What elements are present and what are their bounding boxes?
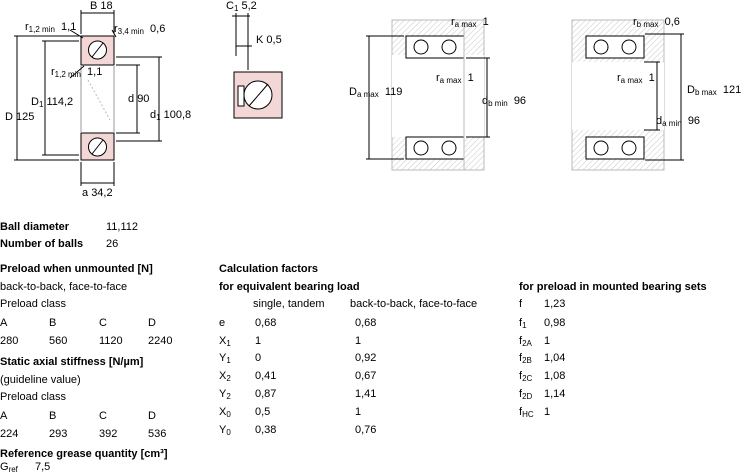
- stiffness-value-B: 293: [49, 428, 68, 440]
- calc-row-sym: Y0: [219, 424, 231, 437]
- calc-row-v2: 1: [355, 406, 362, 418]
- stiffness-class-label: Preload class: [0, 391, 67, 403]
- preload-set-val: 1: [544, 406, 551, 418]
- dim-d: d 90: [128, 93, 150, 105]
- ball-diameter-label: Ball diameter: [0, 221, 70, 233]
- calc-row-sym: e: [219, 317, 226, 329]
- preload-set-sym: f1: [519, 317, 527, 330]
- dim-r12min-inner: r1,2 min 1,1: [51, 66, 103, 79]
- preload-class-label: Preload class: [0, 298, 67, 310]
- calc-row-sym: Y1: [219, 352, 231, 365]
- dim-C1: C1 5,2: [226, 0, 257, 13]
- mounting-drawing-a: [366, 19, 490, 171]
- calc-row-v1: 0: [255, 352, 262, 364]
- preload-set-sym: f2A: [519, 335, 532, 348]
- bearing-drawings: [14, 10, 684, 186]
- stiffness-note: (guideline value): [0, 374, 81, 386]
- calc-row-v2: 0,92: [355, 352, 377, 364]
- calc-col-btb: back-to-back, face-to-face: [350, 298, 478, 310]
- preload-sets-heading: for preload in mounted bearing sets: [519, 281, 707, 293]
- dim-Dbmax: Db max 121: [687, 84, 742, 97]
- calc-row-v1: 0,5: [255, 406, 271, 418]
- preload-arrangement: back-to-back, face-to-face: [0, 281, 128, 293]
- stiffness-class-A: A: [0, 410, 8, 422]
- mounting-drawing-b: [571, 19, 684, 171]
- calc-row-sym: X0: [219, 406, 231, 419]
- calc-row-v1: 0,68: [255, 317, 277, 329]
- preload-set-val: 1,08: [544, 370, 566, 382]
- preload-value-A: 280: [0, 335, 19, 347]
- preload-value-C: 1120: [99, 335, 123, 347]
- main-section-drawing: [14, 10, 162, 186]
- dim-ramax-right: ra max 1: [617, 72, 655, 85]
- dim-a: a 34,2: [82, 187, 113, 199]
- preload-set-val: 1,14: [544, 388, 566, 400]
- stiffness-class-D: D: [148, 410, 156, 422]
- calc-row-v1: 1: [255, 335, 262, 347]
- calc-col-single: single, tandem: [253, 298, 325, 310]
- preload-set-sym: f: [519, 298, 523, 310]
- calc-row-v1: 0,87: [255, 388, 277, 400]
- preload-set-sym: f2C: [519, 370, 533, 383]
- preload-set-val: 0,98: [544, 317, 566, 329]
- calc-row-v2: 1,41: [355, 388, 377, 400]
- stiffness-value-C: 392: [99, 428, 118, 440]
- calc-row-sym: X2: [219, 370, 231, 383]
- number-of-balls-value: 26: [106, 238, 119, 250]
- preload-set-val: 1: [544, 335, 551, 347]
- dim-Damax: Da max 119: [349, 86, 403, 99]
- preload-class-A: A: [0, 317, 8, 329]
- calc-row-v1: 0,38: [255, 424, 277, 436]
- ball-diameter-value: 11,112: [106, 221, 139, 233]
- calc-row-v2: 0,67: [355, 370, 377, 382]
- dim-D1: D1 114,2: [31, 96, 74, 109]
- calc-row-v2: 1: [355, 335, 362, 347]
- preload-set-sym: fHC: [519, 406, 534, 419]
- grease-value: 7,5: [35, 461, 51, 473]
- stiffness-value-D: 536: [148, 428, 167, 440]
- dim-rbmax: rb max 0,6: [633, 16, 680, 29]
- dim-r12min-top: r1,2 min 1,1: [25, 21, 77, 34]
- stiffness-class-C: C: [99, 410, 107, 422]
- dim-damin: da min 96: [656, 115, 701, 128]
- dim-ramax-top: ra max 1: [451, 16, 489, 29]
- dim-B: B 18: [90, 0, 113, 12]
- dim-d1: d1 100,8: [150, 109, 192, 122]
- calc-row-v1: 0,41: [255, 370, 277, 382]
- dim-K: K 0,5: [256, 34, 282, 46]
- number-of-balls-label: Number of balls: [0, 238, 84, 250]
- calc-subheading: for equivalent bearing load: [219, 281, 360, 293]
- preload-set-sym: f2B: [519, 352, 532, 365]
- detail-drawing: [232, 13, 283, 119]
- dim-ramax-mid: ra max 1: [436, 72, 474, 85]
- dim-D: D 125: [5, 111, 35, 123]
- preload-set-val: 1,04: [544, 352, 566, 364]
- calc-row-v2: 0,76: [355, 424, 377, 436]
- calc-heading: Calculation factors: [219, 263, 319, 275]
- stiffness-heading: Static axial stiffness [N/µm]: [0, 356, 144, 368]
- stiffness-class-B: B: [49, 410, 57, 422]
- preload-class-B: B: [49, 317, 57, 329]
- preload-class-D: D: [148, 317, 156, 329]
- preload-set-sym: f2D: [519, 388, 533, 401]
- stiffness-value-A: 224: [0, 428, 19, 440]
- dim-r34min: r3,4 min 0,6: [114, 23, 166, 36]
- preload-class-C: C: [99, 317, 107, 329]
- preload-set-val: 1,23: [544, 298, 566, 310]
- preload-value-D: 2240: [148, 335, 173, 347]
- calc-row-v2: 0,68: [355, 317, 377, 329]
- preload-value-B: 560: [49, 335, 68, 347]
- dim-dbmin: db min 96: [482, 95, 527, 108]
- preload-heading: Preload when unmounted [N]: [0, 263, 153, 275]
- grease-heading: Reference grease quantity [cm³]: [0, 448, 168, 460]
- calc-row-sym: X1: [219, 335, 231, 348]
- grease-symbol: Gref: [0, 461, 18, 474]
- calc-row-sym: Y2: [219, 388, 231, 401]
